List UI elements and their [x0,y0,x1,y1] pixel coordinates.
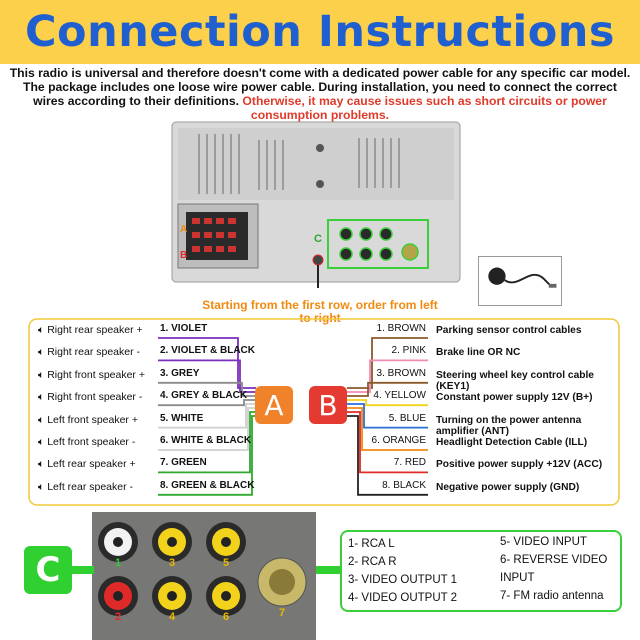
antenna-port: 7 [257,557,307,619]
speaker-label: 🔈︎ Right rear speaker + [38,324,143,336]
rca-port-number: 5 [223,557,229,569]
connector-b-function-label: Steering wheel key control cable (KEY1) [436,369,594,392]
rca-port: 2 [98,576,138,623]
legend-item: 3- VIDEO OUTPUT 1 [348,574,458,586]
wiring-diagram: 🔈︎ Right rear speaker + 🔈︎ Right rear spe… [28,318,620,506]
legend-item: 5- VIDEO INPUT [500,536,587,548]
legend-item: 7- FM radio antenna [500,590,604,602]
connector-a-label: A [264,388,284,422]
rca-port-number: 2 [115,611,121,623]
rca-port: 3 [152,522,192,569]
title-banner: Connection Instructions [0,0,640,64]
radio-rear-panel: A B C [171,121,461,288]
connector-b-wire-label: 2. PINK [391,345,426,357]
rca-ports-photo: 1 2 3 4 5 6 7 [92,512,316,640]
connector-b-wire [347,407,428,451]
connector-b-label: B [318,388,338,422]
connector-b-box: B [309,386,347,424]
rca-port: 6 [206,576,246,623]
connector-a-wire-label: 3. GREY [160,367,200,379]
rear-mark-c: C [314,233,322,245]
intro-warning: Otherwise, it may cause issues such as s… [242,94,607,122]
connector-a-wire [158,403,256,429]
connector-c-label: C [35,550,61,590]
connector-b-wire-label: 6. ORANGE [371,435,426,446]
rca-port-number: 4 [169,611,176,623]
connector-b-function-label: Parking sensor control cables [436,325,582,336]
connector-a-wire-label: 2. VIOLET & BLACK [160,345,256,357]
connector-a-wire-label: 6. WHITE & BLACK [160,435,252,446]
intro-paragraph: This radio is universal and therefore do… [8,66,632,122]
connector-a-wire-label: 1. VIOLET [160,323,208,334]
connector-b-wire [347,337,428,389]
legend-item: 1- RCA L [348,538,395,550]
connector-a-wire-label: 4. GREY & BLACK [160,390,248,402]
legend-item: 4- VIDEO OUTPUT 2 [348,592,458,604]
connector-a-wire [158,399,256,407]
connector-a-wire [158,407,256,451]
page-title: Connection Instructions [24,7,615,57]
rca-port-number: 6 [223,611,229,623]
connector-a-wire-label: 5. WHITE [160,412,204,424]
connector-a-wire [158,359,256,393]
rca-port-number: 3 [169,557,175,569]
connector-a-wire [158,415,256,496]
rca-port: 5 [206,522,246,569]
connector-b-function-label: Brake line OR NC [436,347,521,359]
connector-a-box: A [255,386,293,424]
connector-c-badge: C [24,546,72,594]
speaker-label: 🔈︎ Right front speaker - [38,391,143,404]
microphone-icon [478,256,562,306]
rca-port-number: 7 [279,607,285,619]
connector-b-wire [347,381,428,397]
wires-b [347,337,428,496]
speaker-label: 🔈︎ Right rear speaker - [38,346,141,359]
speaker-label: 🔈︎ Left front speaker - [38,436,136,448]
wiring-caption: Starting from the first row, order from … [202,298,438,325]
rca-port: 1 [98,522,138,569]
speaker-label: 🔈︎ Left rear speaker + [38,458,136,471]
speaker-label: 🔈︎ Left front speaker + [38,413,138,426]
speaker-label: 🔈︎ Right front speaker + [38,368,145,381]
legend-item: INPUT [500,572,535,584]
connector-b-wire-label: 7. RED [393,457,426,469]
connector-b-wire-label: 3. BROWN [376,367,426,379]
connector-b-wire [347,411,428,474]
connector-b-function-label: Headlight Detection Cable (ILL) [436,437,588,448]
connector-b-wire-label: 5. BLUE [388,412,426,424]
c-connector-line [72,566,94,574]
connector-a-wire [158,337,256,389]
rear-mark-b: B [180,250,187,261]
connector-b-wire [347,359,428,393]
connector-b-wire-label: 4. YELLOW [373,390,426,402]
legend-item: 2- RCA R [348,556,397,568]
connector-a-wire-label: 8. GREEN & BLACK [160,479,255,491]
connector-b-function-label: Turning on the power antenna amplifier (… [436,414,582,437]
intro-text: This radio is universal and therefore do… [9,66,631,108]
wires-a [158,337,256,496]
legend-item: 6- REVERSE VIDEO [500,554,608,566]
connector-b-wire-label: 8. BLACK [382,479,426,491]
connector-b-wire [347,415,428,496]
connector-a-wire [158,411,256,474]
c-legend-line [316,566,342,574]
rca-legend: 1- RCA L 2- RCA R 3- VIDEO OUTPUT 1 4- V… [340,530,622,612]
rca-port: 4 [152,576,192,623]
connector-b-function-label: Negative power supply (GND) [436,481,580,493]
speaker-label: 🔈︎ Left rear speaker - [38,480,134,493]
rca-port-number: 1 [115,557,121,569]
connector-b-wire-label: 1. BROWN [376,323,426,334]
connector-b-wire [347,399,428,407]
wiring-frame [28,318,620,506]
connector-b-function-label: Positive power supply +12V (ACC) [436,459,603,471]
connector-a-wire-label: 7. GREEN [160,457,207,469]
connector-b-function-label: Constant power supply 12V (B+) [436,392,593,404]
rear-mark-a: A [180,224,187,235]
connector-a-wire [158,381,256,397]
connector-b-wire [347,403,428,429]
